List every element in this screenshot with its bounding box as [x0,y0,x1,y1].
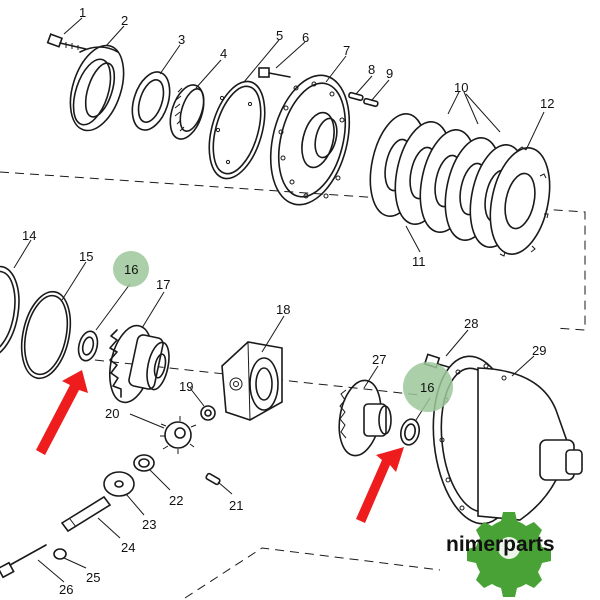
assembly-outline [0,171,586,599]
part-16-washer-right [399,418,421,446]
watermark-brand-text: nimerparts [446,533,555,556]
part-12-clutch-plate [489,146,551,257]
label-part-12: 12 [540,96,554,111]
label-part-5: 5 [276,28,283,43]
label-part-28: 28 [464,316,478,331]
label-part-17: 17 [156,277,170,292]
gear-icon [467,512,551,597]
label-part-29: 29 [532,343,546,358]
label-part-19: 19 [179,379,193,394]
part-26-bolt [0,544,47,579]
part-22-washer [133,454,155,472]
part-17-side-gear [109,324,170,404]
part-15-o-ring [20,290,72,380]
label-part-8: 8 [368,62,375,77]
label-part-10: 10 [454,80,468,95]
label-part-25: 25 [86,570,100,585]
label-part-16-right: 16 [420,380,434,395]
label-part-3: 3 [178,32,185,47]
part-9-pin [363,97,379,108]
part-5-gasket [208,80,266,180]
part-6-bolt [258,67,291,78]
part-2-housing [69,44,125,132]
part-7-drum-housing [269,74,351,206]
highlight-circle-left [113,251,149,287]
label-part-26: 26 [59,582,73,597]
part-number-labels: 1 2 3 4 5 6 7 8 9 10 12 11 14 15 16 17 1… [22,5,554,597]
label-part-24: 24 [121,540,135,555]
part-29-differential-housing [432,355,583,525]
label-part-6: 6 [302,30,309,45]
part-27-gear [338,379,392,457]
label-part-2: 2 [121,13,128,28]
label-part-1: 1 [79,5,86,20]
red-arrow-right [356,447,404,523]
highlight-circle-right [403,362,453,412]
part-20-pinion-gear [160,416,197,454]
label-part-9: 9 [386,66,393,81]
part-23-washer [103,471,135,497]
label-part-16-left: 16 [124,262,138,277]
part-18-case-block [221,341,283,421]
label-part-11: 11 [412,254,426,269]
part-1-bolt [46,33,87,50]
label-part-7: 7 [343,43,350,58]
label-part-20: 20 [105,406,119,421]
part-19-nut [200,405,216,421]
part-25-washer [53,548,67,560]
part-21-pin [205,472,221,486]
red-arrow-left [36,370,88,455]
label-part-15: 15 [79,249,93,264]
nimerparts-watermark: nimerparts [446,512,555,597]
part-4-roller-bearing [169,84,205,140]
label-part-22: 22 [169,493,183,508]
part-24-shaft [60,495,112,533]
part-14-ring [0,265,20,359]
label-part-27: 27 [372,352,386,367]
part-16-washer-left [77,330,99,362]
label-part-14: 14 [22,228,36,243]
label-part-21: 21 [229,498,243,513]
label-part-4: 4 [220,46,227,61]
part-3-bearing-cup [131,71,171,131]
label-part-23: 23 [142,517,156,532]
label-part-18: 18 [276,302,290,317]
